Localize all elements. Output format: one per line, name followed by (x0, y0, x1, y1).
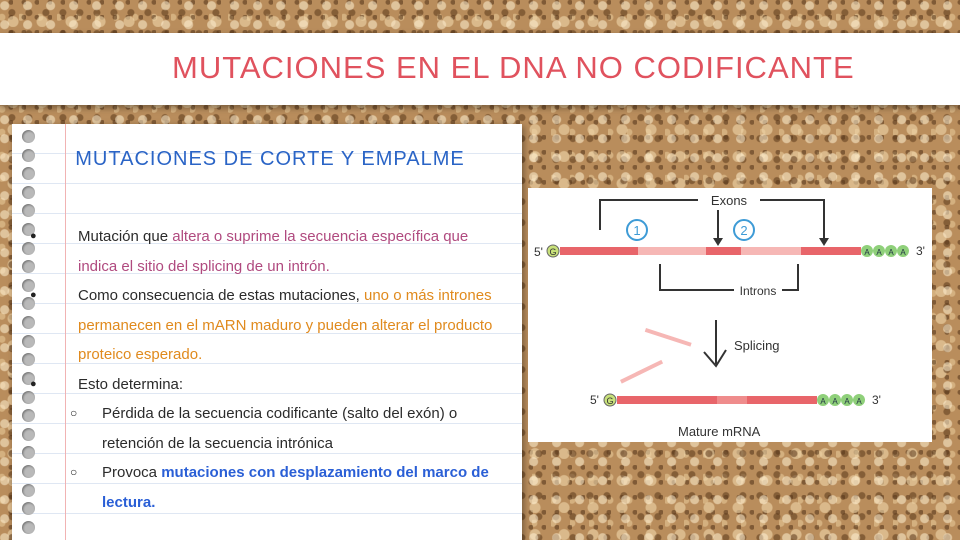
bullet-text: Esto determina: (78, 375, 184, 393)
sub-bullet-item: Pérdida de la secuencia codificante (sal… (30, 399, 500, 458)
intron-bracket-left (659, 264, 734, 291)
slide-title: MUTACIONES EN EL DNA NO CODIFICANTE (172, 50, 855, 85)
marker-2-label: 2 (740, 223, 747, 238)
three-prime-label: 3' (916, 244, 925, 258)
five-prime-label: 5' (590, 393, 599, 407)
bullet-text: Mutación que (78, 228, 173, 245)
introns-label: Introns (740, 284, 777, 298)
binding-ring (22, 185, 35, 199)
poly-a-tail: A A A A (861, 245, 909, 257)
poly-a-icon (841, 394, 853, 406)
intron-segment (644, 328, 692, 347)
poly-a-letter: A (844, 397, 850, 406)
exon-segment (706, 247, 741, 255)
intron-bracket-right (782, 264, 799, 291)
poly-a-letter: A (864, 248, 870, 257)
poly-a-icon (885, 245, 897, 257)
poly-a-letter: A (876, 248, 882, 257)
splicing-diagram-svg: Exons 1 2 5' G A A A A 3' Introns (534, 193, 925, 439)
poly-a-icon (897, 245, 909, 257)
exon-segment (560, 247, 638, 255)
poly-a-icon (853, 394, 865, 406)
cap-label: G (549, 247, 556, 257)
exon-bracket-right (760, 199, 825, 240)
bullet-highlight: uno o más intrones permanecen en el mARN… (78, 287, 493, 363)
cap-label: G (606, 396, 613, 406)
poly-a-icon (873, 245, 885, 257)
arrow-head-icon (819, 238, 829, 246)
cap-icon (546, 244, 560, 258)
title-band (0, 33, 960, 105)
poly-a-tail: A A A A (817, 394, 865, 406)
bullet-item: Mutación que altera o suprime la secuenc… (30, 222, 500, 281)
bullet-text: Provoca (102, 464, 162, 481)
intron-segment (638, 247, 706, 255)
bullet-text: Pérdida de la secuencia codificante (sal… (102, 405, 458, 452)
poly-a-letter: A (888, 248, 894, 257)
excised-intron (644, 328, 692, 347)
exon-segment (617, 396, 717, 404)
poly-a-letter: A (832, 397, 838, 406)
mature-mrna-label: Mature mRNA (678, 424, 761, 439)
section-heading: MUTACIONES DE CORTE Y EMPALME (75, 148, 465, 170)
binding-ring (22, 204, 35, 218)
intron-segment (741, 247, 801, 255)
splicing-label: Splicing (734, 338, 780, 353)
poly-a-letter: A (856, 397, 862, 406)
three-prime-label: 3' (872, 393, 881, 407)
arrow-head-icon (703, 349, 727, 368)
bullet-item: Como consecuencia de estas mutaciones, u… (30, 281, 500, 370)
five-prime-label: 5' (534, 245, 543, 259)
poly-a-letter: A (820, 397, 826, 406)
intron-segment (620, 359, 664, 384)
binding-ring (22, 167, 35, 181)
poly-a-letter: A (900, 248, 906, 257)
arrow-head-icon (713, 238, 723, 246)
binding-ring (22, 130, 35, 143)
binding-ring (22, 148, 35, 162)
splicing-diagram: Exons 1 2 5' G A A A A 3' Introns (528, 188, 932, 442)
sub-bullet-item: Provoca mutaciones con desplazamiento de… (30, 458, 500, 517)
bullet-item: Esto determina: (30, 370, 500, 400)
poly-a-icon (817, 394, 829, 406)
bullet-highlight: mutaciones con desplazamiento del marco … (102, 464, 489, 511)
exons-label: Exons (711, 193, 748, 208)
marker-1-icon (626, 219, 648, 241)
exon-bracket-left (599, 199, 698, 230)
exon-segment (801, 247, 861, 255)
exon-segment (747, 396, 817, 404)
bullet-highlight: altera o suprime la secuencia específica… (78, 228, 469, 275)
marker-2-icon (733, 219, 755, 241)
cap-icon (603, 393, 617, 407)
notebook-page: MUTACIONES DE CORTE Y EMPALME Mutación q… (12, 124, 522, 540)
marker-1-label: 1 (633, 223, 640, 238)
bullet-text: Como consecuencia de estas mutaciones, (78, 287, 364, 304)
bullet-list: Mutación que altera o suprime la secuenc… (30, 222, 500, 517)
excised-intron (620, 359, 664, 384)
exon-segment (717, 396, 747, 404)
poly-a-icon (829, 394, 841, 406)
poly-a-icon (861, 245, 873, 257)
binding-ring (22, 520, 35, 534)
